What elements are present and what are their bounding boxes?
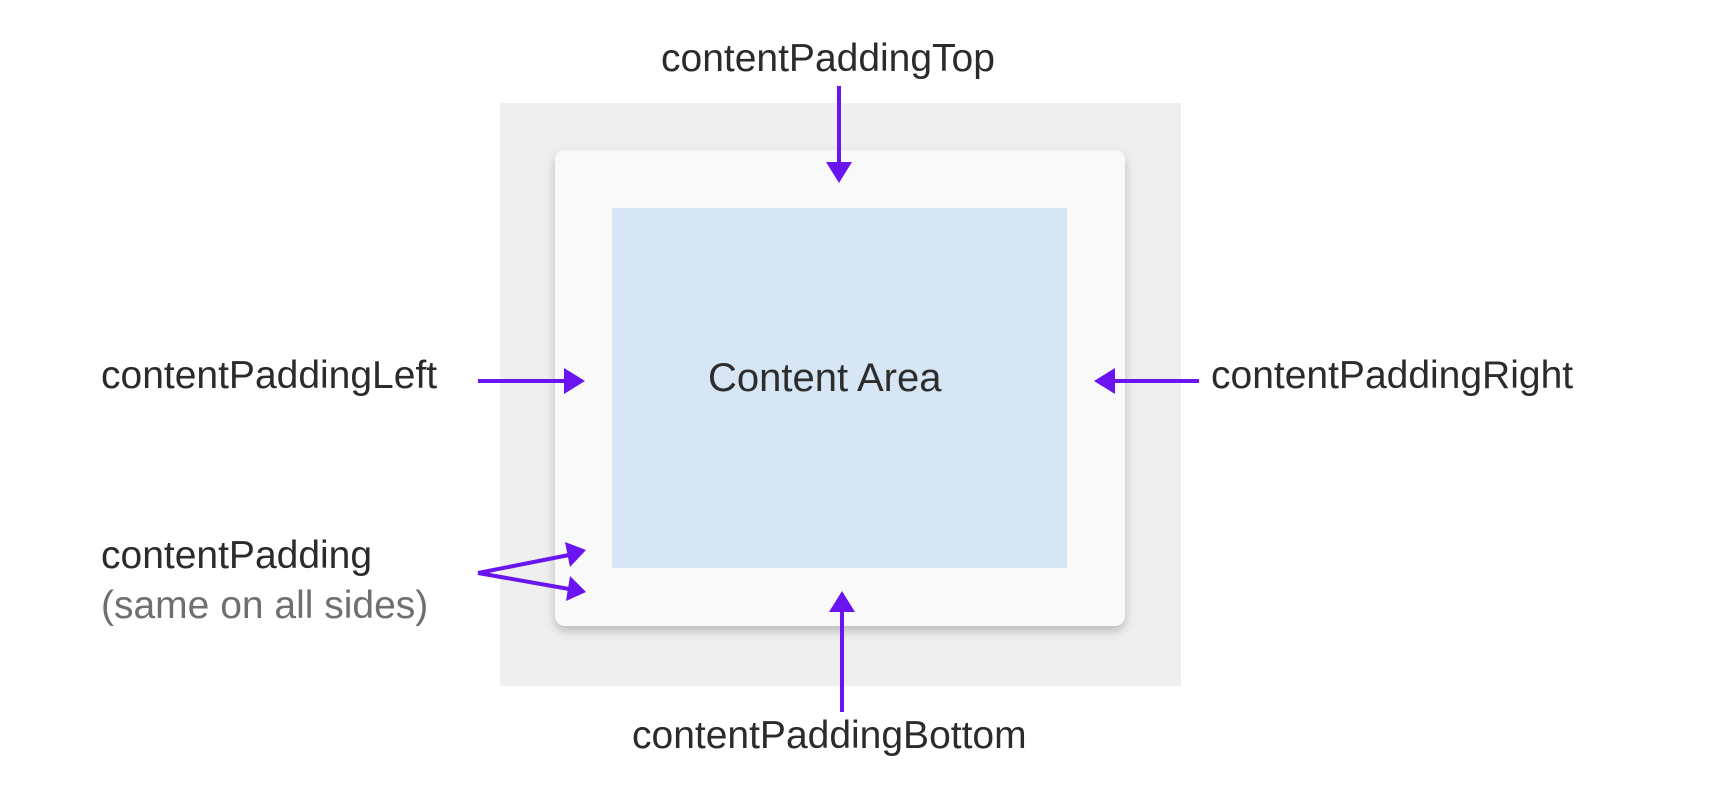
content-area-box [612, 208, 1067, 568]
label-content-padding-right: contentPaddingRight [1211, 354, 1574, 397]
label-content-padding: contentPadding [101, 534, 373, 577]
label-content-padding-note: (same on all sides) [101, 584, 429, 627]
arrow-bottom [829, 591, 855, 712]
label-content-padding-bottom: contentPaddingBottom [632, 714, 1027, 757]
label-content-area: Content Area [708, 356, 942, 400]
arrow-left [478, 368, 585, 394]
label-content-padding-top: contentPaddingTop [661, 37, 995, 80]
arrow-padding-double [477, 542, 586, 601]
arrow-top [826, 86, 852, 183]
label-content-padding-left: contentPaddingLeft [101, 354, 438, 397]
arrow-right [1094, 368, 1199, 394]
